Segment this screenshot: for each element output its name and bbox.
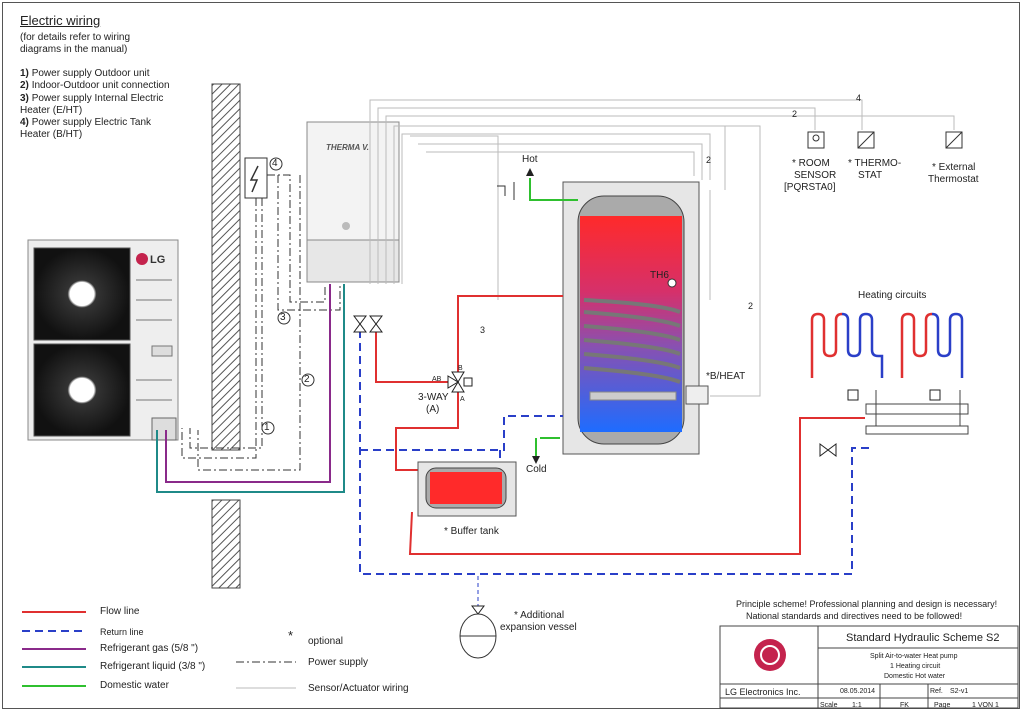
legend-lines	[22, 611, 296, 689]
room-sensor-label: * ROOM	[792, 158, 830, 169]
flow-lines	[375, 295, 865, 555]
legend-optional-mark: *	[288, 628, 294, 643]
scheme-desc: Domestic Hot water	[884, 673, 946, 680]
outdoor-brand: LG	[150, 254, 166, 266]
lg-logo	[754, 639, 786, 671]
dhw-tank	[562, 181, 709, 455]
isolation-valves	[353, 315, 383, 333]
legend-optional: optional	[308, 636, 344, 647]
ext-thermostat-label: Thermostat	[928, 174, 979, 185]
wiring-item: 4) Power supply Electric Tank	[20, 117, 151, 128]
three-way-label: 3-WAY	[418, 392, 449, 403]
wire-count: 2	[748, 301, 754, 311]
wire-marker: 3	[280, 312, 286, 323]
cold-label: Cold	[526, 464, 547, 475]
wiring-item: 3) Power supply Internal Electric	[20, 93, 164, 104]
wall-upper	[211, 83, 241, 451]
wire-marker: 1	[264, 422, 270, 433]
wiring-item: Heater (B/HT)	[20, 129, 83, 140]
section-subtitle-1: (for details refer to wiring	[20, 32, 131, 43]
wire-count: 2	[706, 155, 712, 165]
notice-line-2: National standards and directives need t…	[746, 611, 963, 621]
wire-marker: 4	[272, 158, 278, 169]
company-name: LG Electronics Inc.	[725, 687, 801, 697]
port-a: A	[460, 396, 465, 403]
wiring-item: Heater (E/HT)	[20, 105, 83, 116]
wall-lower	[211, 499, 241, 589]
wire-count: 4	[856, 93, 862, 103]
port-ab: AB	[432, 376, 442, 383]
title-block	[719, 625, 1019, 709]
section-subtitle-2: diagrams in the manual)	[20, 44, 128, 55]
notice-line-1: Principle scheme! Professional planning …	[736, 599, 998, 609]
expansion-label: expansion vessel	[500, 622, 577, 633]
port-b: B	[458, 365, 463, 372]
section-title: Electric wiring	[20, 13, 101, 28]
three-way-sub: (A)	[426, 404, 440, 415]
refrigerant-gas-line	[165, 284, 331, 483]
scheme-desc: Split Air-to-water Heat pump	[870, 653, 958, 660]
scale-value: 1:1	[852, 702, 862, 709]
page-value: 1 VON 1	[972, 702, 999, 709]
legend-gas: Refrigerant gas (5/8 ")	[100, 643, 199, 654]
buffer-tank	[417, 461, 517, 517]
author: FK	[900, 702, 909, 709]
sensor-wires	[369, 99, 955, 397]
buffer-tank-label: * Buffer tank	[444, 526, 499, 537]
hot-label: Hot	[522, 154, 538, 165]
scale-label: Scale	[820, 702, 838, 709]
expansion-vessel	[459, 576, 497, 659]
legend-power: Power supply	[308, 657, 369, 668]
wiring-item: 1) Power supply Outdoor unit	[20, 68, 150, 79]
domestic-water-lines	[529, 178, 578, 458]
ref-label: Ref.	[930, 688, 943, 695]
heating-circuits-label: Heating circuits	[858, 290, 927, 301]
wire-marker: 2	[304, 374, 310, 385]
b-heat-label: *B/HEAT	[706, 371, 746, 382]
legend-sensor: Sensor/Actuator wiring	[308, 683, 409, 694]
manifold	[865, 403, 969, 415]
thermostat-label: * THERMO-	[848, 158, 902, 169]
legend-return: Return line	[100, 627, 144, 637]
page-label: Page	[934, 702, 951, 709]
sensor-icons	[807, 131, 963, 149]
legend-liquid: Refrigerant liquid (3/8 ")	[100, 661, 206, 672]
expansion-label: * Additional	[514, 610, 565, 621]
scheme-desc: 1 Heating circuit	[890, 663, 941, 670]
legend-flow: Flow line	[100, 606, 140, 617]
ref-value: S2-v1	[950, 688, 969, 695]
room-sensor-label: SENSOR	[794, 170, 837, 181]
wire-count: 3	[480, 325, 486, 335]
indoor-unit	[306, 121, 400, 283]
scheme-date: 08.05.2014	[840, 688, 876, 695]
heating-circuits	[810, 312, 964, 378]
legend-domestic: Domestic water	[100, 680, 169, 691]
outdoor-unit	[27, 239, 179, 441]
electric-box	[244, 157, 268, 199]
room-sensor-label: [PQRSTA0]	[784, 182, 836, 193]
th6-label: TH6	[650, 270, 669, 281]
wire-count: 2	[792, 109, 798, 119]
power-supply-wires	[181, 174, 341, 471]
wiring-item: 2) Indoor-Outdoor unit connection	[20, 80, 170, 91]
ext-thermostat-label: * External	[932, 162, 976, 173]
indoor-brand: THERMA V.	[326, 143, 369, 152]
thermostat-label: STAT	[858, 170, 883, 181]
scheme-title: Standard Hydraulic Scheme S2	[846, 632, 1000, 644]
refrigerant-liquid-line	[156, 284, 345, 493]
three-way-valve	[447, 371, 473, 393]
